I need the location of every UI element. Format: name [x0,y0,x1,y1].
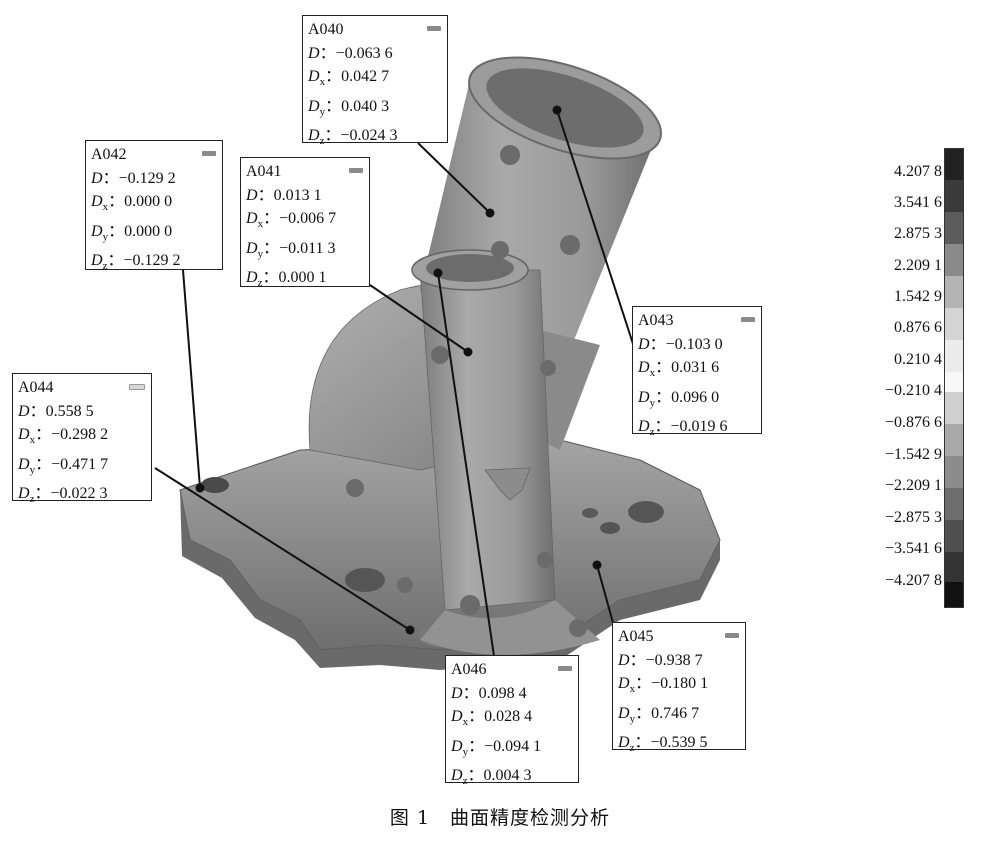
d-value: −0.103 0 [665,335,723,353]
dy-value: 0.040 3 [341,97,390,115]
scale-tick: 3.541 6 [894,194,942,211]
dy-value: −0.471 7 [51,455,109,473]
dz-value: 0.004 3 [483,767,532,785]
marker-icon [725,633,739,638]
dz-value: −0.024 3 [340,127,398,145]
scale-tick: −3.541 6 [884,540,942,557]
dz-value: −0.019 6 [670,418,728,436]
dx-value: 0.000 0 [124,193,173,210]
scale-tick: 2.209 1 [894,257,942,274]
dy-value: −0.011 3 [279,239,336,257]
marker-icon [427,26,441,31]
marker-icon [349,168,363,173]
dz-value: 0.000 1 [278,269,327,287]
dy-value: −0.094 1 [484,737,542,755]
callout-id: A040 [308,21,344,38]
d-value: −0.063 6 [335,44,393,62]
dy-value: 0.746 7 [651,704,700,722]
scale-tick: 1.542 9 [894,288,942,305]
callout-A042: A042 D：−0.129 2 Dx：0.000 0 Dy：0.000 0 Dz… [85,140,223,273]
scale-tick: 0.210 4 [894,351,942,368]
callout-id: A046 [451,661,487,678]
figure: A040 D：−0.063 6 Dx：0.042 7 Dy：0.040 3 Dz… [12,15,964,788]
color-scale-bar [944,148,964,608]
d-value: 0.558 5 [45,402,94,420]
dx-value: 0.042 7 [341,68,390,85]
callout-id: A043 [638,312,674,329]
dy-value: 0.000 0 [124,222,173,240]
dx-value: 0.031 6 [671,359,720,376]
dz-value: −0.129 2 [123,252,181,270]
scale-tick: −4.207 8 [884,572,942,589]
callout-id: A044 [18,379,54,396]
callout-A043: A043 D：−0.103 0 Dx：0.031 6 Dy：0.096 0 Dz… [632,306,762,439]
marker-icon [129,384,145,390]
callout-id: A045 [618,628,654,645]
callout-id: A041 [246,163,282,180]
callout-A040: A040 D：−0.063 6 Dx：0.042 7 Dy：0.040 3 Dz… [302,15,448,148]
marker-icon [558,666,572,671]
dx-value: −0.298 2 [51,426,109,443]
dx-value: 0.028 4 [484,708,533,725]
scale-tick: −2.875 3 [884,509,942,526]
scale-tick: −2.209 1 [884,477,942,494]
dz-value: −0.022 3 [50,485,108,503]
d-value: 0.098 4 [478,684,527,702]
scale-tick: 0.876 6 [894,319,942,336]
scale-tick: −0.210 4 [884,382,942,399]
scale-tick: 4.207 8 [894,163,942,180]
callout-A046: A046 D：0.098 4 Dx：0.028 4 Dy：−0.094 1 Dz… [445,655,579,788]
dz-value: −0.539 5 [650,734,708,752]
marker-icon [741,317,755,322]
dy-value: 0.096 0 [671,388,720,406]
callout-A045: A045 D：−0.938 7 Dx：−0.180 1 Dy：0.746 7 D… [612,622,746,755]
scale-tick: −1.542 9 [884,446,942,463]
d-value: −0.938 7 [645,651,703,669]
d-value: −0.129 2 [118,169,176,187]
dx-value: −0.006 7 [279,210,337,227]
callout-id: A042 [91,146,127,163]
callout-A041: A041 D：0.013 1 Dx：−0.006 7 Dy：−0.011 3 D… [240,157,370,290]
part-model-render [154,56,721,670]
d-value: 0.013 1 [273,186,322,204]
scale-tick: 2.875 3 [894,225,942,242]
dx-value: −0.180 1 [651,675,709,692]
figure-caption: 图 1 曲面精度检测分析 [389,807,611,829]
scale-tick: −0.876 6 [884,414,942,431]
callout-A044: A044 D：0.558 5 Dx：−0.298 2 Dy：−0.471 7 D… [12,373,152,506]
marker-icon [202,151,216,156]
